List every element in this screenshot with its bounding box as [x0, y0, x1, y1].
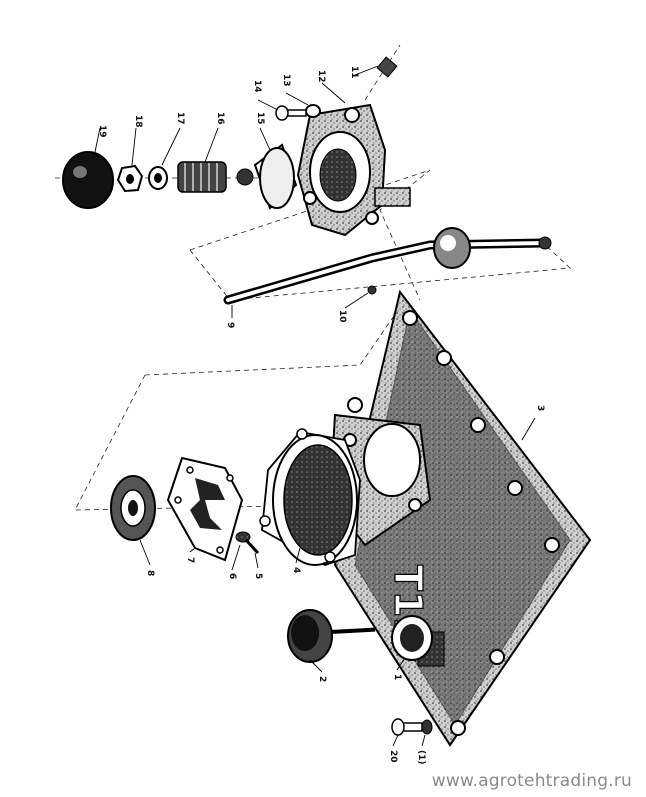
part-label-9: 9 — [225, 322, 235, 328]
part-label-15: 15 — [255, 112, 265, 125]
pin-10 — [367, 285, 377, 295]
lever-knob — [62, 151, 114, 209]
part-label-17: 17 — [175, 112, 185, 125]
part-label-19: 19 — [97, 125, 107, 138]
spring — [177, 161, 227, 193]
part-label-8: 8 — [145, 570, 155, 576]
part-label-20: 20 — [388, 750, 398, 763]
part-label-5: 5 — [253, 573, 263, 579]
part-label-6: 6 — [227, 573, 237, 579]
gasket — [259, 428, 361, 566]
site-watermark: www.agrotehtrading.ru — [431, 771, 632, 791]
lever-housing — [296, 103, 411, 237]
part-label-12: 12 — [316, 70, 326, 83]
filler-cap — [287, 609, 376, 663]
bolt-with-washer — [391, 718, 433, 736]
lock-nut — [116, 164, 144, 193]
part-labels: 19 18 17 16 15 14 13 12 11 9 10 3 8 7 6 … — [97, 66, 545, 765]
part-label-2: 2 — [317, 676, 327, 682]
part-label-13: 13 — [281, 74, 291, 87]
part-label-3: 3 — [535, 405, 545, 411]
screw-13 — [305, 104, 321, 118]
pin — [235, 531, 260, 555]
part-label-1: 1 — [392, 674, 402, 680]
part-label-10: 10 — [337, 310, 347, 323]
part-label-1-paren: (1) — [416, 750, 426, 765]
pin-11 — [376, 56, 398, 78]
leader-lines — [94, 65, 536, 747]
part-label-14: 14 — [252, 80, 262, 93]
washer — [148, 166, 168, 190]
part-label-4: 4 — [291, 567, 301, 573]
seal-ring — [110, 475, 156, 541]
part-label-7: 7 — [185, 557, 195, 563]
part-label-16: 16 — [215, 112, 225, 125]
drain-plug — [391, 615, 433, 661]
bolt-14 — [275, 105, 307, 121]
shift-lever — [223, 227, 552, 305]
slotted-plate — [166, 456, 244, 562]
dust-boot — [236, 143, 298, 210]
part-label-18: 18 — [133, 115, 143, 128]
part-label-11: 11 — [349, 66, 359, 79]
